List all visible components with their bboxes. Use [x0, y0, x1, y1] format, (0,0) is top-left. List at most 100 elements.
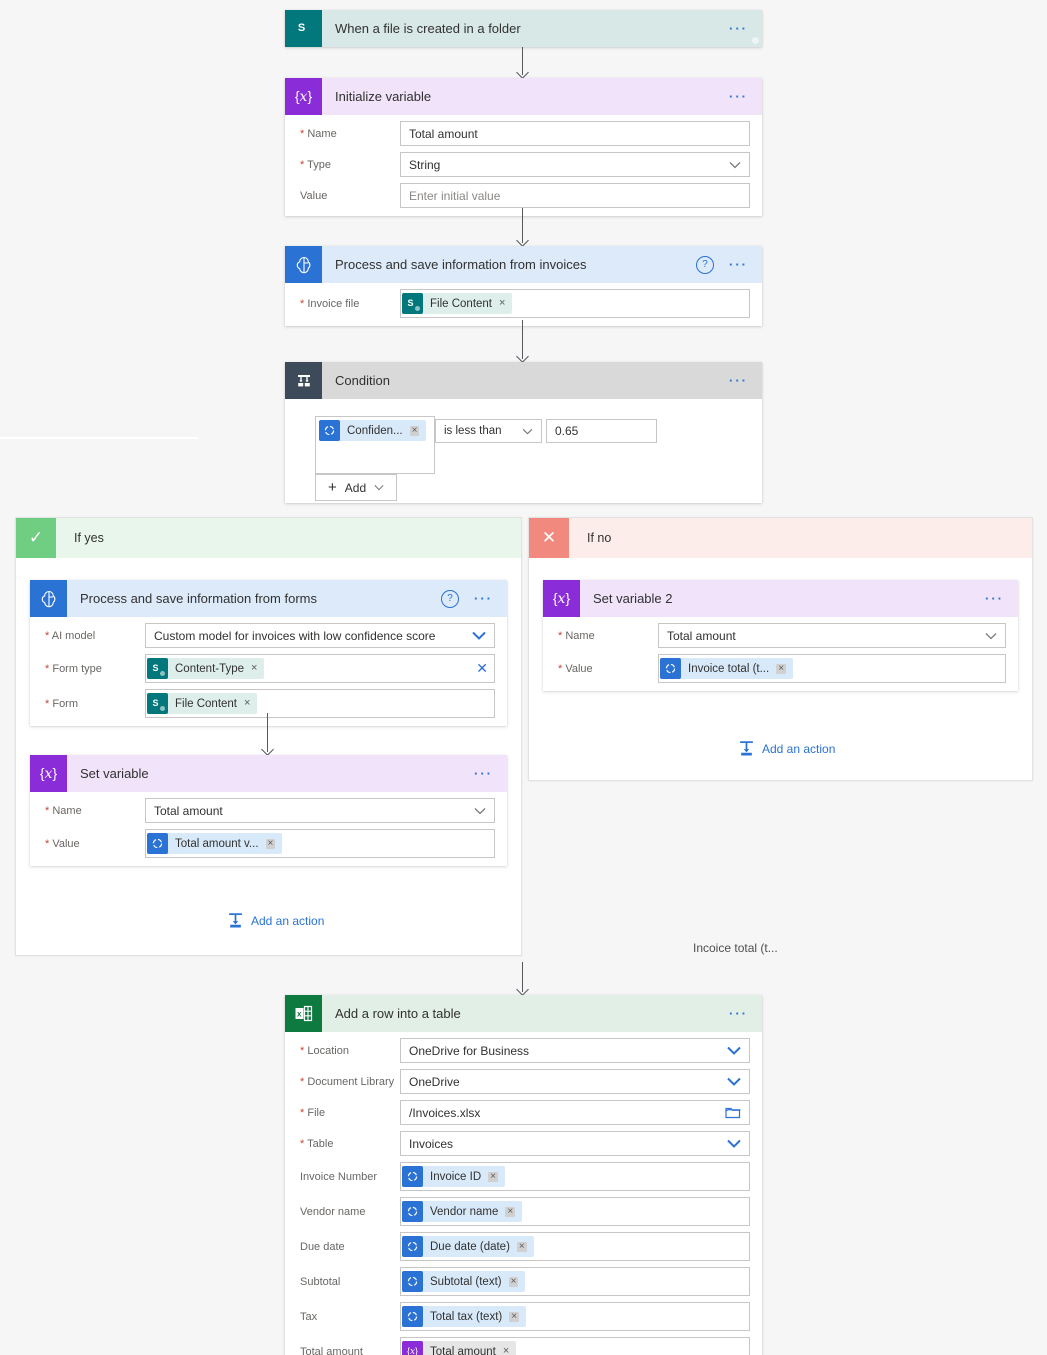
- remove-token-icon[interactable]: ×: [409, 424, 420, 436]
- remove-token-icon[interactable]: ×: [502, 1345, 510, 1355]
- clear-field-icon[interactable]: ✕: [476, 660, 488, 676]
- remove-token-icon[interactable]: ×: [509, 1310, 520, 1322]
- ai-builder-icon: [660, 658, 681, 679]
- invoice-number-input[interactable]: Invoice ID ×: [400, 1162, 750, 1191]
- chevron-down-icon: [522, 428, 533, 435]
- connector-arrow: [516, 208, 529, 247]
- document-library-select[interactable]: OneDrive: [400, 1069, 750, 1094]
- help-icon[interactable]: ?: [441, 589, 459, 608]
- chevron-down-icon: [727, 1077, 741, 1086]
- total-amount-value-token[interactable]: Total amount v... ×: [147, 833, 283, 854]
- remove-token-icon[interactable]: ×: [508, 1275, 519, 1287]
- invoice-total-token[interactable]: Invoice total (t... ×: [660, 658, 794, 679]
- tax-input[interactable]: Total tax (text) ×: [400, 1302, 750, 1331]
- card-title: Process and save information from invoic…: [335, 257, 587, 272]
- condition-value-input[interactable]: 0.65: [546, 419, 657, 443]
- type-select[interactable]: String: [400, 152, 750, 177]
- remove-token-icon[interactable]: ×: [505, 1205, 516, 1217]
- remove-token-icon[interactable]: ×: [265, 837, 276, 849]
- sharepoint-icon: S: [285, 10, 759, 47]
- invoice-id-token[interactable]: Invoice ID ×: [402, 1166, 505, 1187]
- add-row-table-card[interactable]: x Add a row into a table ··· Location On…: [285, 995, 762, 1355]
- total-amount-input[interactable]: {x} Total amount ×: [400, 1337, 750, 1355]
- card-title: Set variable: [80, 766, 149, 781]
- more-menu-icon[interactable]: ···: [474, 591, 493, 606]
- form-type-input[interactable]: S Content-Type × ✕: [145, 654, 495, 683]
- remove-token-icon[interactable]: ×: [516, 1240, 527, 1252]
- ai-builder-icon: [402, 1306, 423, 1327]
- artifact-line: [0, 437, 198, 439]
- subtotal-token[interactable]: Subtotal (text) ×: [402, 1271, 526, 1292]
- cross-icon: ✕: [529, 518, 569, 558]
- file-input[interactable]: /Invoices.xlsx: [400, 1100, 750, 1125]
- more-menu-icon[interactable]: ···: [474, 766, 493, 781]
- table-select[interactable]: Invoices: [400, 1131, 750, 1156]
- set-variable-2-card[interactable]: {x} Set variable 2 ··· Name Total amount…: [543, 580, 1018, 691]
- subtotal-input[interactable]: Subtotal (text) ×: [400, 1267, 750, 1296]
- more-menu-icon[interactable]: ···: [729, 373, 748, 388]
- help-icon[interactable]: ?: [696, 255, 714, 274]
- name-input[interactable]: Total amount: [400, 121, 750, 146]
- total-amount-token[interactable]: {x} Total amount ×: [402, 1341, 517, 1355]
- stray-token-text: Incoice total (t...: [693, 941, 778, 955]
- form-input[interactable]: S File Content ×: [145, 689, 495, 718]
- file-content-token[interactable]: S File Content ×: [402, 293, 513, 314]
- more-menu-icon[interactable]: ···: [985, 591, 1004, 606]
- card-title: Condition: [335, 373, 390, 388]
- ai-model-select[interactable]: Custom model for invoices with low confi…: [145, 623, 495, 648]
- more-menu-icon[interactable]: ···: [729, 257, 748, 272]
- remove-token-icon[interactable]: ×: [776, 662, 787, 674]
- vendor-name-token[interactable]: Vendor name ×: [402, 1201, 523, 1222]
- set-variable-card[interactable]: {x} Set variable ··· Name Total amount V…: [30, 755, 507, 866]
- variable-icon: {x}: [543, 580, 580, 617]
- invoice-file-input[interactable]: S File Content ×: [400, 289, 750, 318]
- plus-icon: +: [328, 479, 337, 496]
- more-menu-icon[interactable]: ···: [729, 21, 748, 36]
- name-select[interactable]: Total amount: [658, 623, 1006, 648]
- remove-token-icon[interactable]: ×: [244, 697, 251, 709]
- more-menu-icon[interactable]: ···: [729, 89, 748, 104]
- remove-token-icon[interactable]: ×: [499, 297, 506, 309]
- value-label: Value: [300, 189, 328, 202]
- content-type-token[interactable]: S Content-Type ×: [147, 658, 265, 679]
- vendor-name-input[interactable]: Vendor name ×: [400, 1197, 750, 1226]
- operator-select[interactable]: is less than: [435, 419, 542, 443]
- more-menu-icon[interactable]: ···: [729, 1006, 748, 1021]
- ai-builder-icon: [402, 1201, 423, 1222]
- add-action-icon: [229, 913, 242, 928]
- variable-icon: {x}: [402, 1341, 423, 1355]
- connector-arrow: [516, 320, 529, 363]
- trigger-card-when-file-created[interactable]: S When a file is created in a folder ···: [285, 10, 762, 47]
- initialize-variable-card[interactable]: {x} Initialize variable ··· Name Total a…: [285, 78, 762, 216]
- condition-operand-box[interactable]: Confiden... ×: [315, 416, 435, 474]
- location-select[interactable]: OneDrive for Business: [400, 1038, 750, 1063]
- name-select[interactable]: Total amount: [145, 798, 495, 823]
- remove-token-icon[interactable]: ×: [251, 662, 258, 674]
- due-date-token[interactable]: Due date (date) ×: [402, 1236, 534, 1257]
- file-label: File: [300, 1107, 400, 1119]
- condition-card[interactable]: Condition ··· Confiden... × is less than: [285, 362, 762, 503]
- chevron-down-icon: [472, 631, 486, 640]
- folder-picker-icon[interactable]: [725, 1106, 741, 1119]
- card-title: Set variable 2: [593, 591, 673, 606]
- confidence-token[interactable]: Confiden... ×: [319, 420, 427, 441]
- ai-builder-icon: [147, 833, 168, 854]
- process-invoices-card[interactable]: Process and save information from invoic…: [285, 246, 762, 326]
- card-title: Add a row into a table: [335, 1006, 461, 1021]
- connector-arrow: [516, 47, 529, 79]
- remove-token-icon[interactable]: ×: [488, 1170, 498, 1182]
- value-input[interactable]: Total amount v... ×: [145, 829, 495, 858]
- add-action-button[interactable]: Add an action: [738, 740, 835, 757]
- chevron-down-icon: [985, 632, 997, 640]
- due-date-input[interactable]: Due date (date) ×: [400, 1232, 750, 1261]
- process-forms-card[interactable]: Process and save information from forms …: [30, 580, 507, 726]
- value-input[interactable]: Enter initial value: [400, 183, 750, 208]
- add-action-button[interactable]: Add an action: [227, 912, 324, 929]
- total-tax-token[interactable]: Total tax (text) ×: [402, 1306, 527, 1327]
- add-condition-button[interactable]: + Add: [315, 474, 398, 501]
- trigger-title: When a file is created in a folder: [335, 21, 521, 36]
- variable-icon: {x}: [30, 755, 67, 792]
- value-input[interactable]: Invoice total (t... ×: [658, 654, 1006, 683]
- file-content-token[interactable]: S File Content ×: [147, 693, 258, 714]
